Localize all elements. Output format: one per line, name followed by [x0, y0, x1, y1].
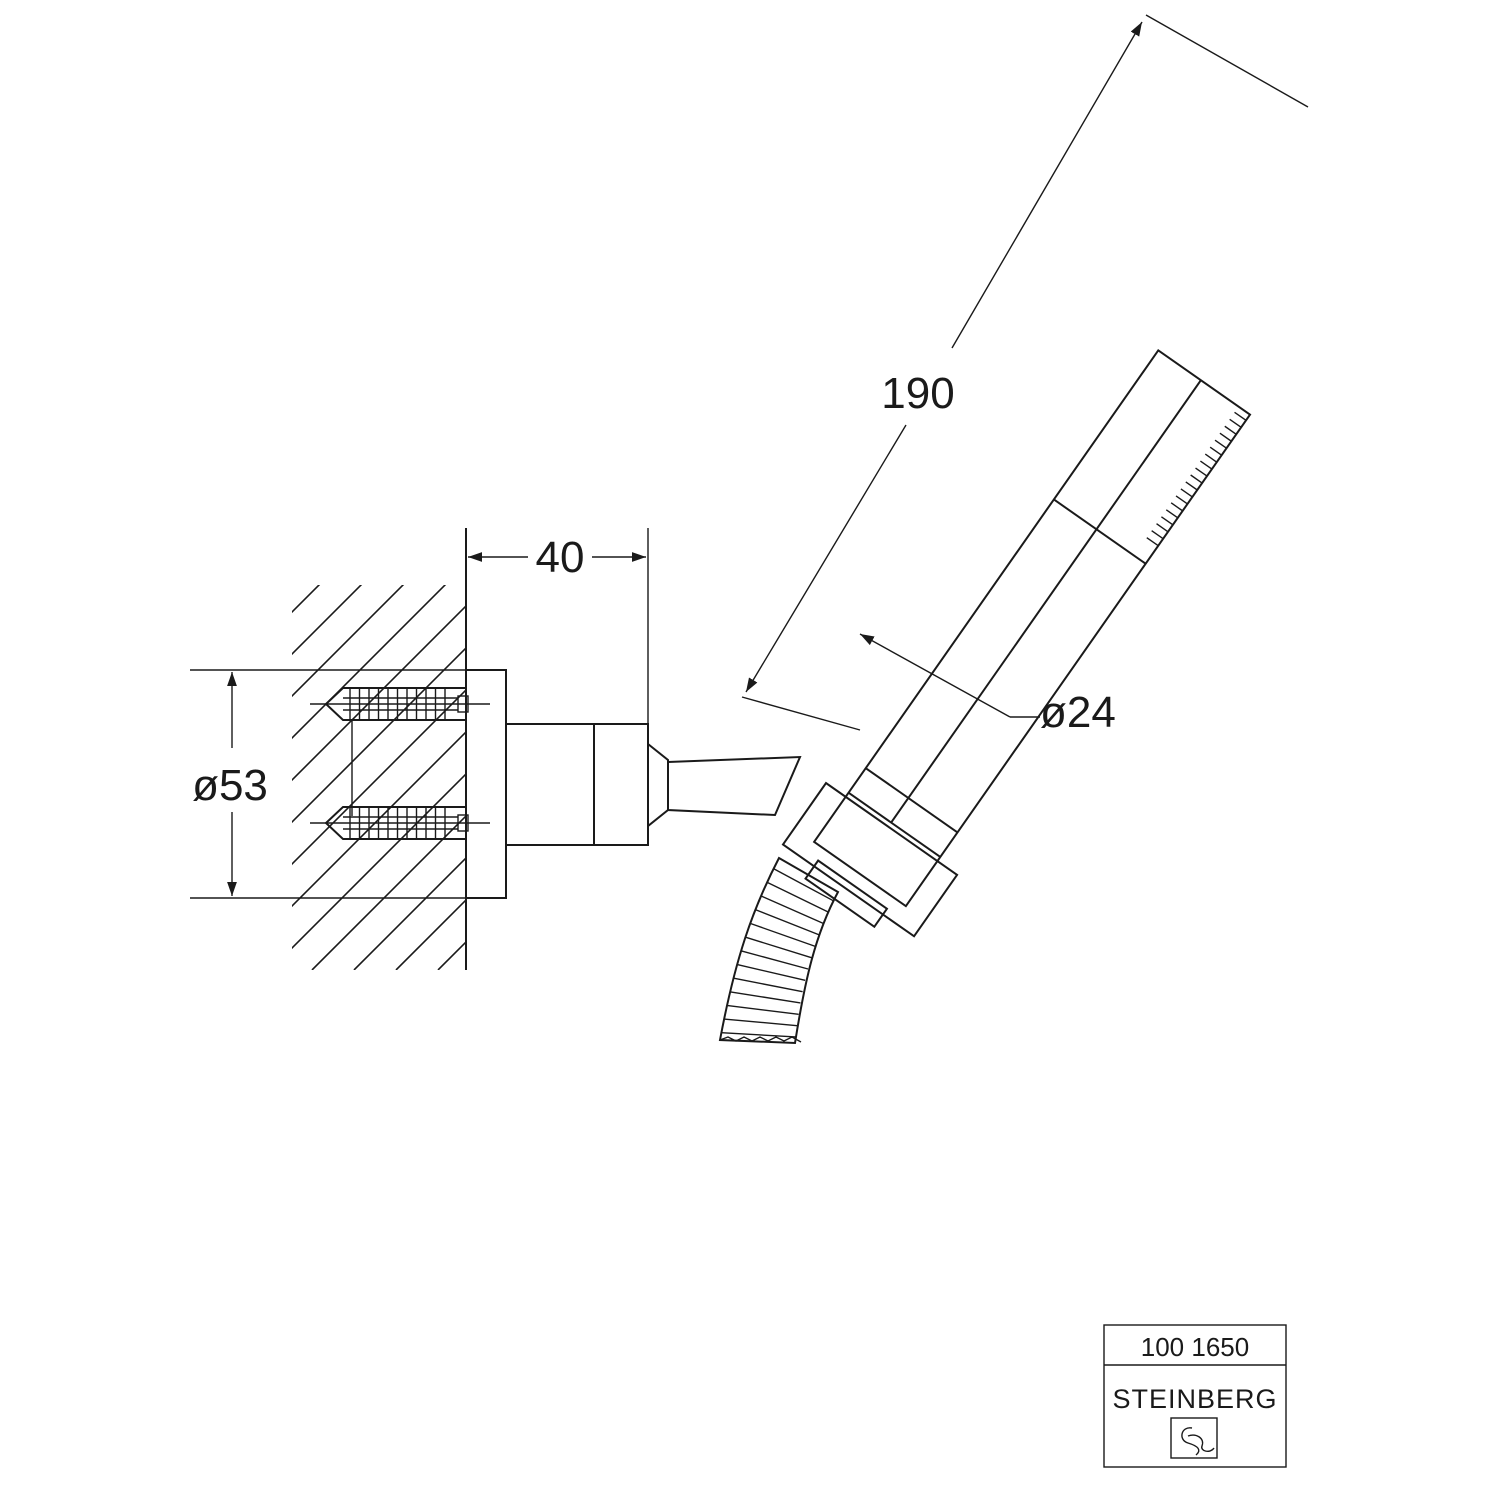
- hose-connector: [804, 859, 889, 929]
- shower-hose: [718, 856, 840, 1045]
- wall-hatching: [292, 585, 466, 970]
- wall-anchor-2: [310, 806, 490, 840]
- article-number: 100 1650: [1141, 1332, 1249, 1362]
- wall-anchor-1: [310, 687, 490, 721]
- flange-diameter-label: ø53: [192, 761, 268, 810]
- handle-diameter-label: ø24: [1040, 688, 1116, 737]
- brand-name: STEINBERG: [1112, 1384, 1277, 1414]
- title-block: 100 1650 STEINBERG: [1103, 1324, 1287, 1468]
- brand-logo-icon: [1170, 1417, 1218, 1459]
- projection-label: 40: [536, 533, 585, 582]
- holder-body: [505, 723, 669, 846]
- wall-anchors: [310, 687, 490, 840]
- handle-body: [812, 348, 1252, 908]
- wall-section: [292, 528, 467, 970]
- hand-shower: [781, 348, 1252, 938]
- length-label: 190: [881, 369, 954, 418]
- dimension-handle-diameter: ø24: [859, 633, 1116, 737]
- holder-cradle: [781, 781, 959, 938]
- dimension-flange-diameter: ø53: [190, 669, 466, 899]
- dimension-length: 190: [741, 14, 1309, 731]
- holder-arm: [667, 755, 802, 817]
- spray-nozzles: [1146, 411, 1247, 547]
- dimension-projection: 40: [468, 528, 649, 724]
